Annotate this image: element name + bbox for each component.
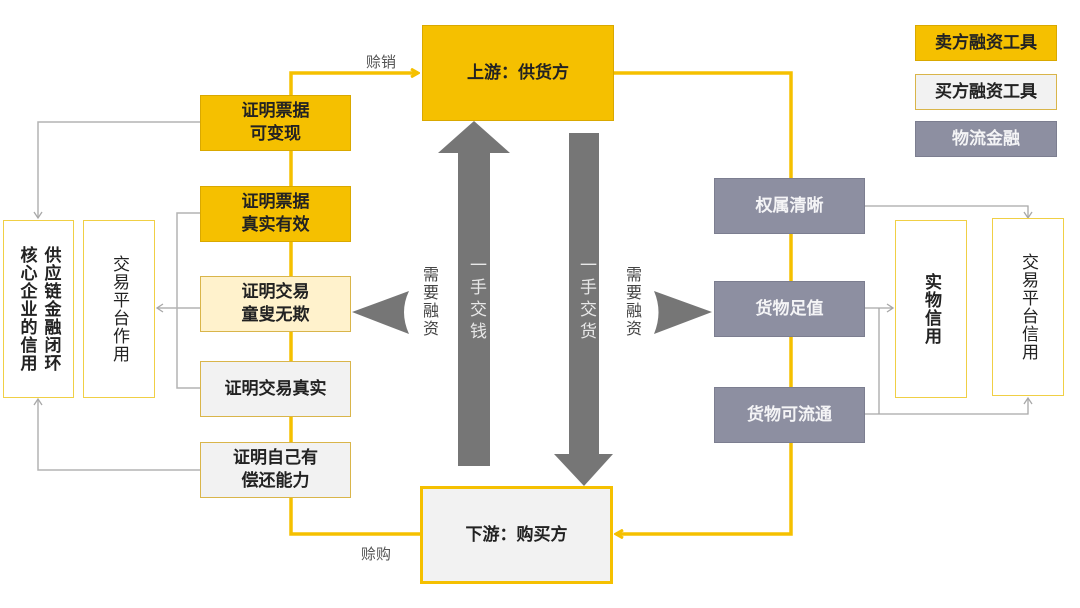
connector-to-core-credit-top (33, 121, 200, 220)
right-chain-box-clear-ownership: 权属清晰 (714, 178, 865, 234)
credit-sale-flow-line (289, 73, 418, 95)
right-to-downstream-line (616, 443, 793, 534)
credit-purchase-flow-line (289, 497, 420, 536)
money-up-arrow (438, 121, 510, 466)
credit-sale-label: 赊销 (366, 53, 397, 71)
legend-logistics-finance: 物流金融 (915, 121, 1057, 157)
right-chain-box-sufficient-value: 货物足值 (714, 281, 865, 337)
goods-down-arrow (554, 133, 613, 486)
core-enterprise-credit-box: 供应链金融闭环 核心企业的信用 (3, 220, 74, 398)
left-chain-box-bill-validity: 证明票据 真实有效 (200, 186, 351, 242)
platform-role-box: 交易平台作用 (83, 220, 155, 398)
closed-loop-text: 供应链金融闭环 (40, 246, 61, 372)
left-chain-box-bill-liquidity: 证明票据 可变现 (200, 95, 351, 151)
right-financing-arrowhead (654, 291, 712, 334)
physical-credit-box: 实物信用 (895, 220, 967, 398)
goods-arrow-label: 一手交货 (576, 256, 596, 344)
platform-credit-box: 交易平台信用 (992, 218, 1064, 396)
legend-seller-financing: 卖方融资工具 (915, 25, 1057, 61)
money-arrow-label: 一手交钱 (466, 256, 486, 344)
platform-role-text: 交易平台作用 (109, 255, 129, 363)
left-chain-box-repayment-ability: 证明自己有 偿还能力 (200, 442, 351, 498)
left-need-financing-label: 需要融资 (420, 266, 439, 338)
legend-buyer-financing: 买方融资工具 (915, 74, 1057, 110)
platform-credit-text: 交易平台信用 (1018, 253, 1038, 361)
right-need-financing-label: 需要融资 (623, 266, 642, 338)
upstream-supplier-node: 上游：供货方 (422, 25, 614, 121)
left-financing-arrowhead (352, 291, 409, 334)
core-credit-text: 核心企业的信用 (16, 246, 37, 372)
connector-to-platform-role (157, 212, 200, 389)
left-chain-box-trade-authenticity: 证明交易真实 (200, 361, 351, 417)
connector-to-platform-credit-bottom (865, 396, 1033, 415)
credit-purchase-label: 赊购 (361, 545, 392, 563)
connector-to-core-credit-bottom (33, 397, 200, 471)
downstream-buyer-node: 下游：购买方 (420, 486, 613, 584)
upstream-to-right-chain-line (614, 71, 793, 178)
right-chain-box-liquidity: 货物可流通 (714, 387, 865, 443)
left-chain-box-fair-trade: 证明交易 童叟无欺 (200, 276, 351, 332)
connector-to-platform-credit-top (865, 205, 1033, 220)
physical-credit-text: 实物信用 (921, 273, 941, 345)
